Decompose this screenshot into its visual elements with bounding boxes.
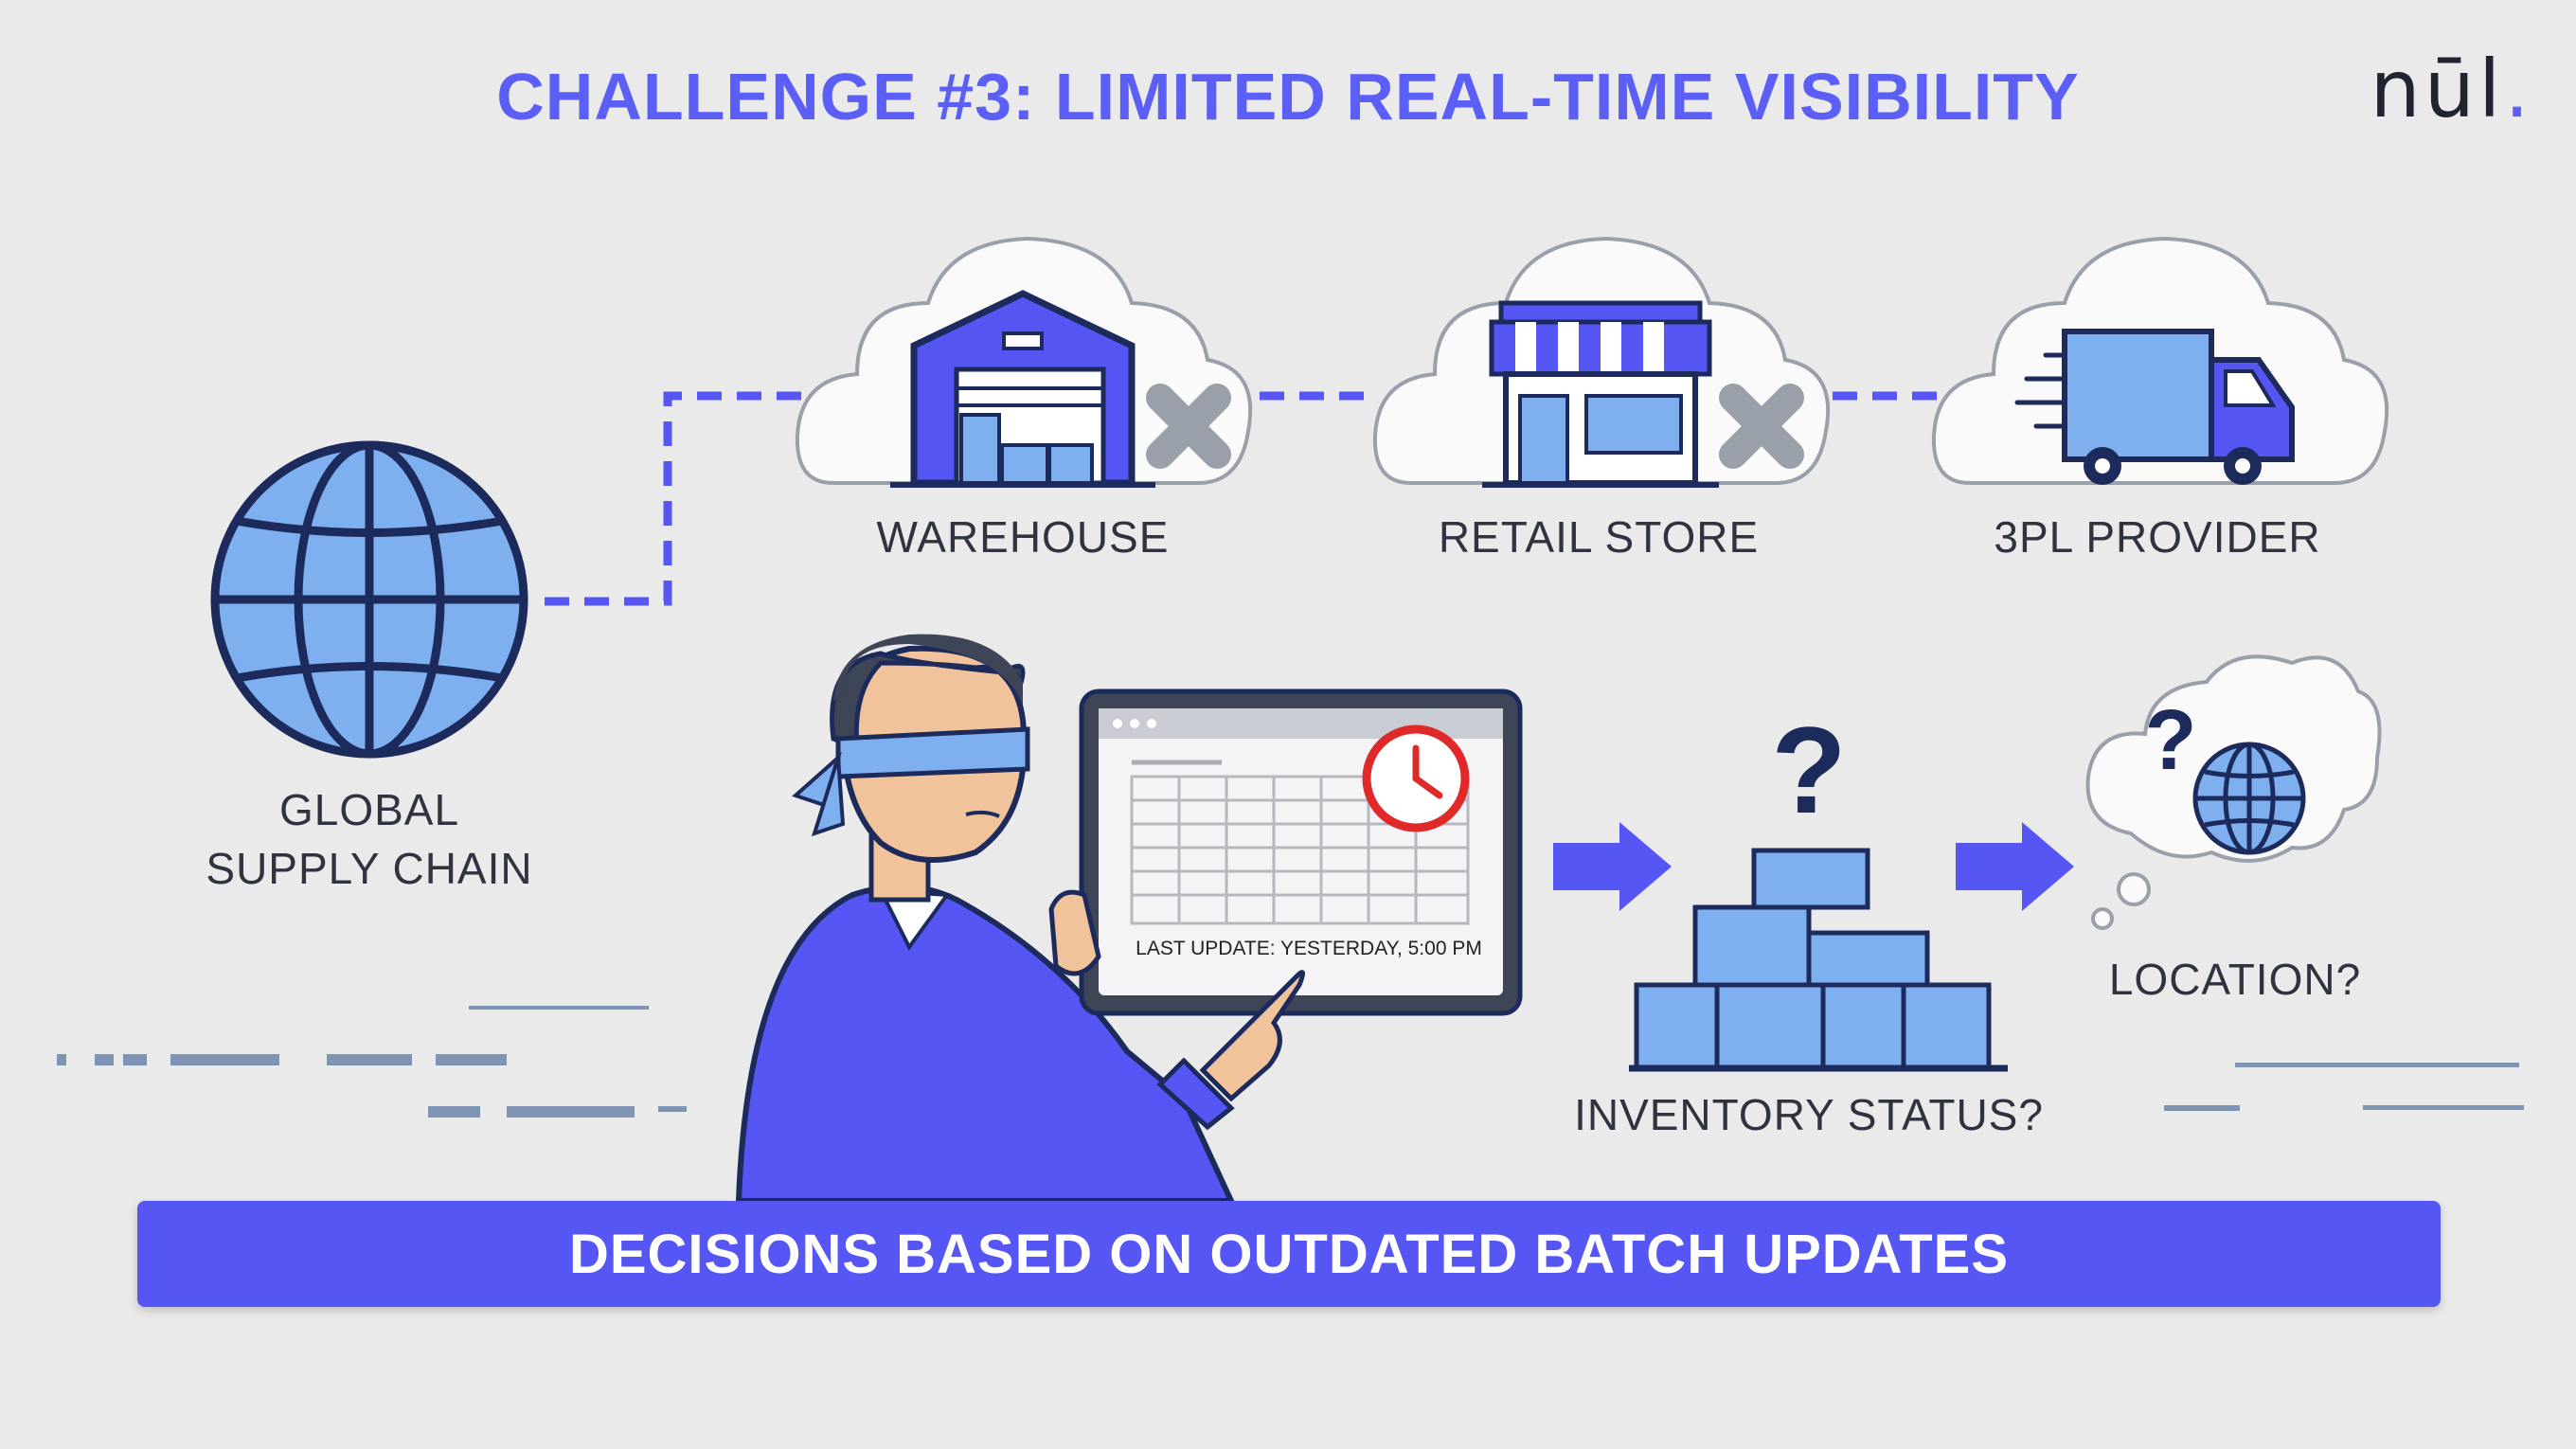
truck-icon (2014, 329, 2295, 485)
question-mark-icon: ? (2145, 693, 2197, 788)
tablet-device (1079, 689, 1523, 1016)
label-line-1: GLOBAL (278, 785, 460, 834)
banner-text: DECISIONS BASED ON OUTDATED BATCH UPDATE… (568, 1223, 2010, 1285)
bottom-banner: DECISIONS BASED ON OUTDATED BATCH UPDATE… (137, 1201, 2441, 1307)
3pl-provider-label: 3PL PROVIDER (1994, 512, 2321, 562)
globe-icon (210, 440, 528, 759)
clock-icon (1362, 724, 1470, 832)
brand-logo: nūl. (2370, 43, 2533, 135)
blindfolded-person-illustration (735, 634, 1236, 1204)
thought-globe-icon (2192, 742, 2306, 855)
last-update-text: LAST UPDATE: YESTERDAY, 5:00 PM (1136, 938, 1482, 959)
global-supply-chain-label: GLOBAL SUPPLY CHAIN (206, 784, 531, 894)
warehouse-label: WAREHOUSE (876, 512, 1170, 562)
x-icon (1719, 384, 1804, 469)
logo-text: nūl (2370, 43, 2505, 135)
warehouse-icon (890, 290, 1155, 488)
x-icon (1146, 384, 1231, 469)
arrow-right-icon (1553, 822, 2074, 911)
dashed-connector (545, 391, 1941, 606)
question-mark-icon: ? (1771, 701, 1846, 839)
retail-store-label: RETAIL STORE (1438, 512, 1760, 562)
logo-dot: . (2504, 43, 2533, 135)
inventory-status-label: INVENTORY STATUS? (1574, 1090, 2044, 1139)
page-title: CHALLENGE #3: LIMITED REAL-TIME VISIBILI… (496, 60, 2080, 134)
store-icon (1482, 300, 1719, 488)
location-label: LOCATION? (2108, 955, 2362, 1004)
boxes-icon (1629, 848, 2008, 1072)
label-line-2: SUPPLY CHAIN (206, 844, 533, 893)
data-stream-decoration (57, 1006, 2524, 1118)
hand-icon (1048, 889, 1305, 1131)
